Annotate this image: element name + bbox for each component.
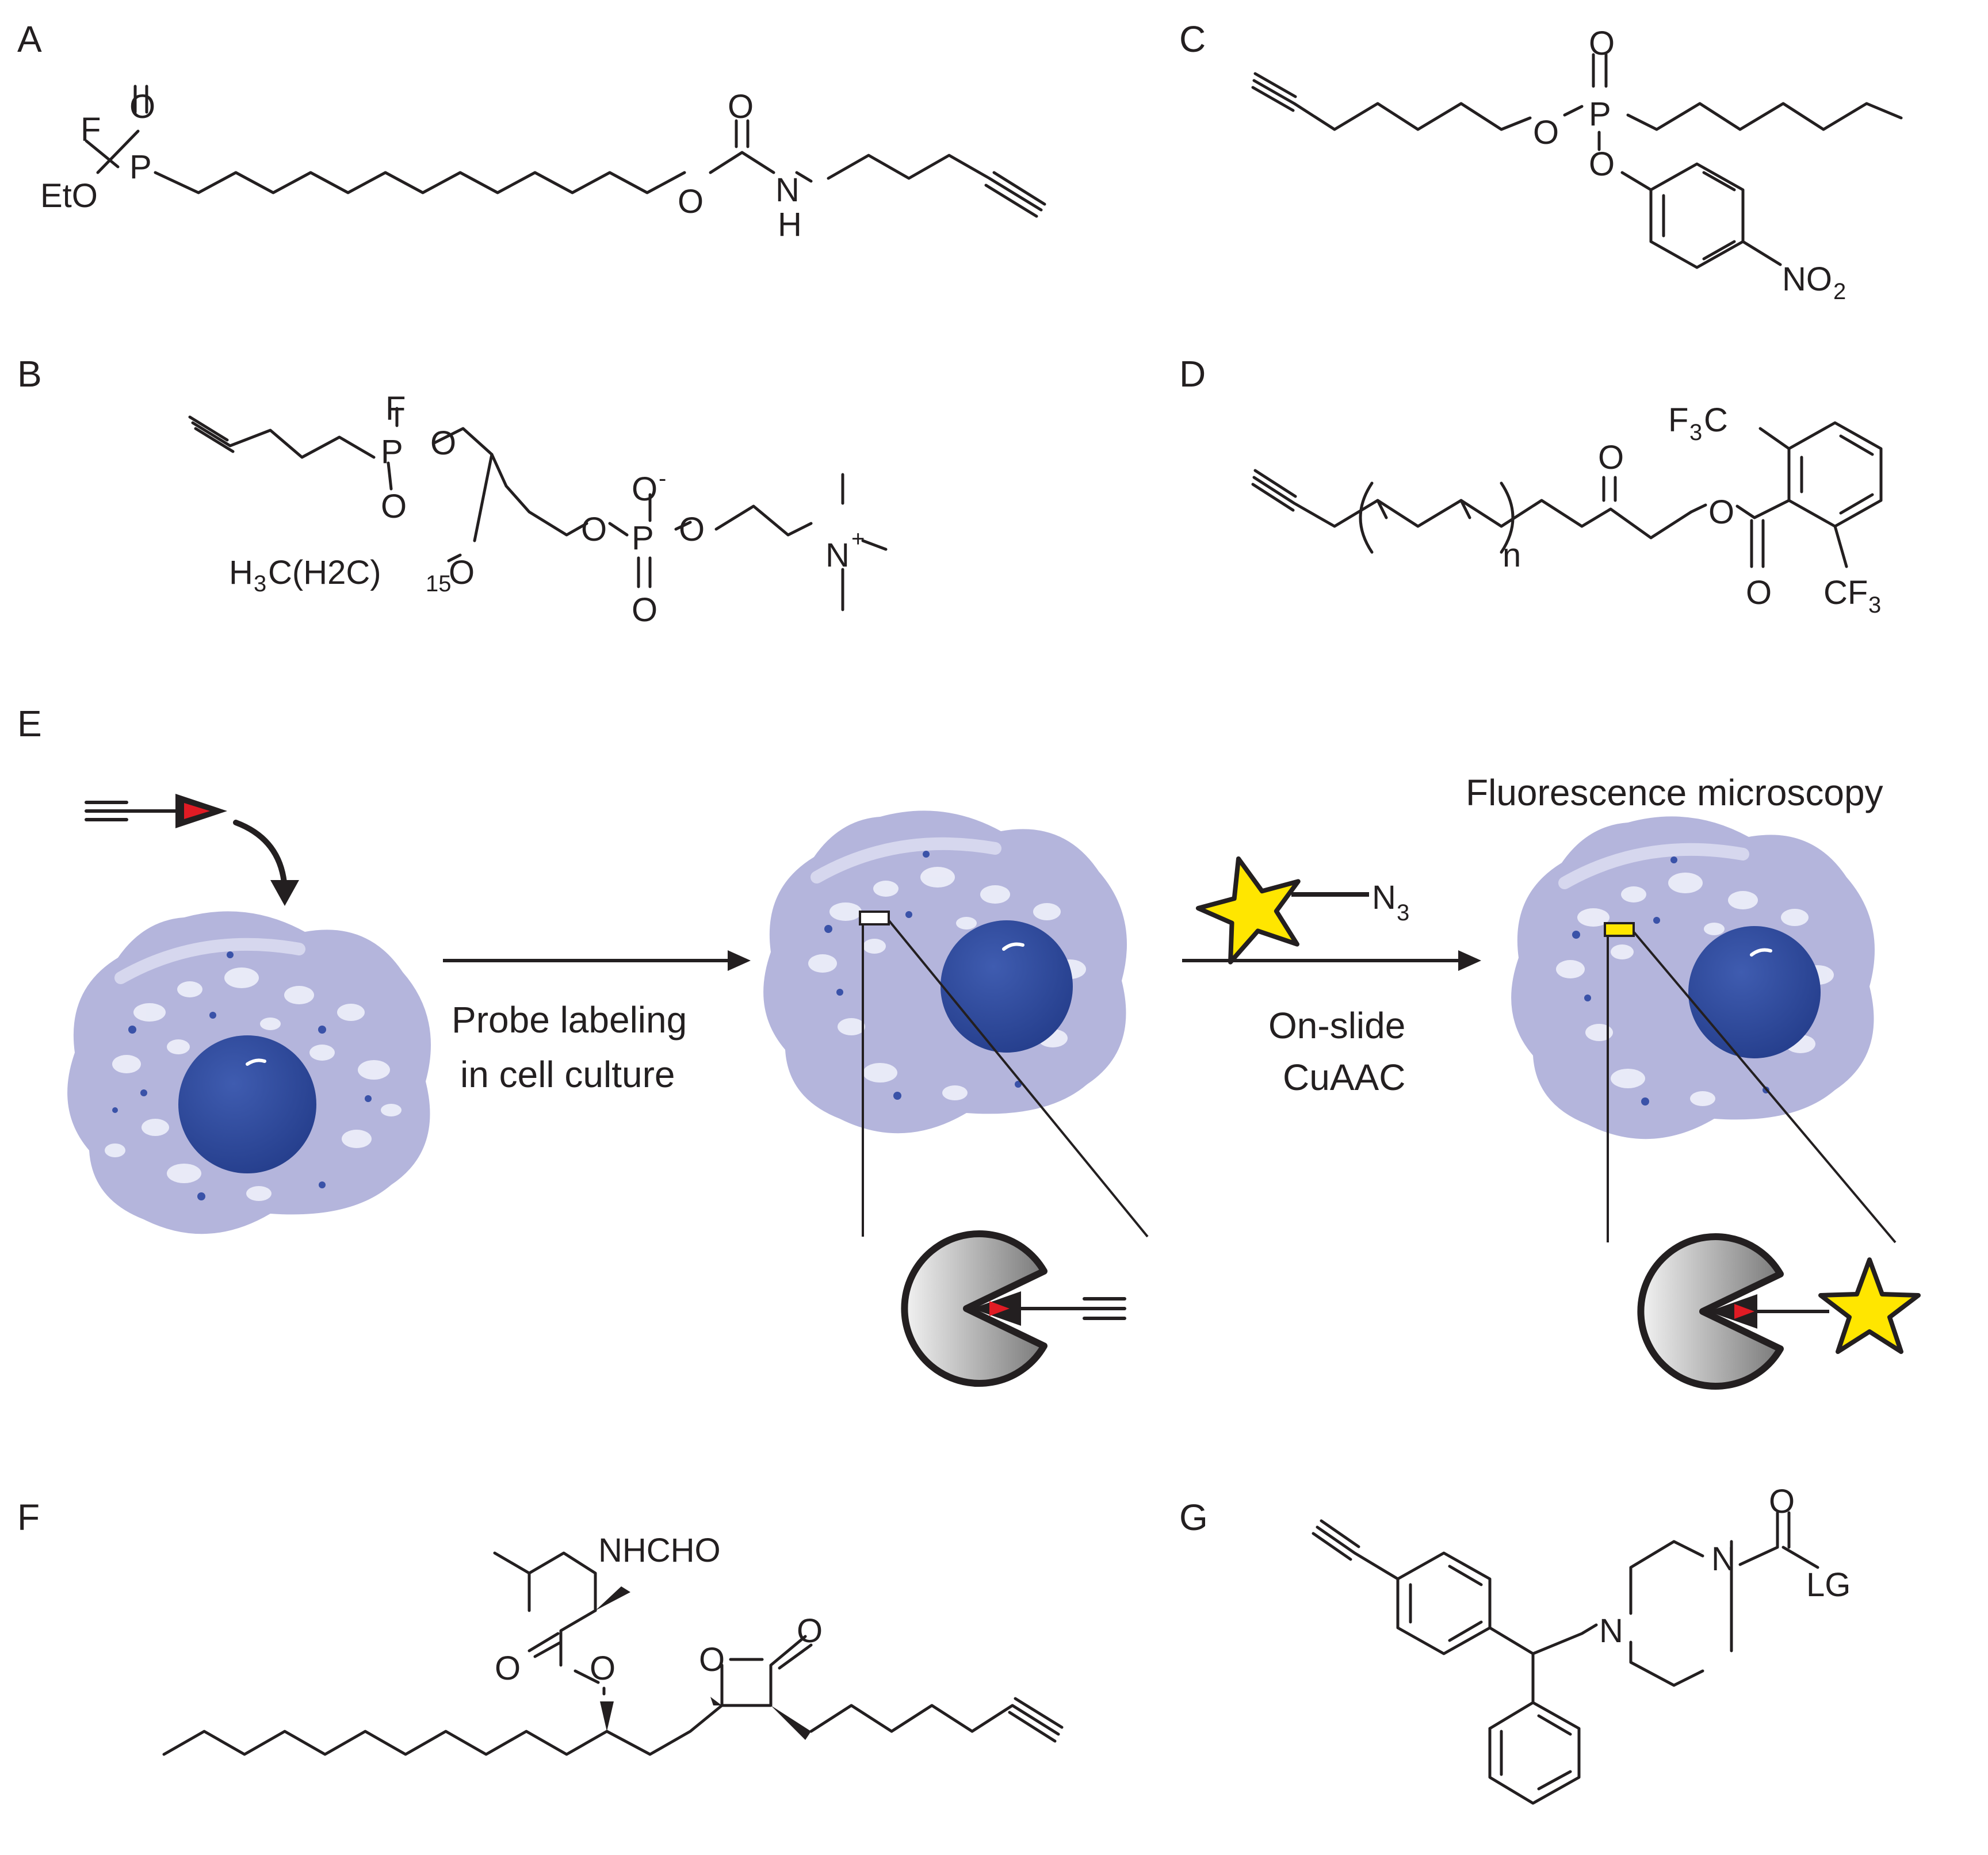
- atom-b-p2: P: [632, 519, 654, 557]
- atom-d-o-ketone: O: [1598, 439, 1624, 476]
- atom-a-h: H: [778, 206, 802, 243]
- atom-a-o-top: O: [129, 88, 155, 125]
- atom-b-o-dbl1: O: [381, 488, 407, 525]
- atom-b-f: F: [385, 390, 406, 427]
- atom-d-f3c-c: C: [1704, 401, 1728, 439]
- enzyme-probe-complex: [901, 1230, 1126, 1387]
- atom-b-h3c-sub: 3: [254, 571, 266, 596]
- panel-label-a: A: [17, 18, 42, 60]
- panel-label-b: B: [17, 353, 42, 395]
- structure-b: F P O O H 3 C(H2C) 15 O O O - P O O N +: [188, 390, 888, 629]
- arrow-cuaac: [1182, 950, 1481, 971]
- caption-probe-labeling-l2: in cell culture: [460, 1054, 675, 1095]
- panel-label-g: G: [1179, 1497, 1208, 1538]
- atom-d-cf3: CF: [1823, 574, 1868, 611]
- atom-c-p: P: [1589, 95, 1611, 133]
- atom-d-f3c-f: F: [1668, 401, 1688, 439]
- atom-e-n3: N: [1372, 879, 1396, 916]
- atom-a-n: N: [775, 171, 800, 209]
- atom-b-o-minus: O: [632, 471, 657, 508]
- cell-fluorescent: [1511, 816, 1897, 1244]
- atom-b-chain: C(H2C): [268, 554, 381, 591]
- atom-a-p: P: [129, 148, 152, 186]
- arrow-probe-labeling: [443, 950, 751, 971]
- atom-c-no2-sub: 2: [1833, 279, 1846, 304]
- atom-b-plus: +: [851, 526, 865, 552]
- structure-a: O F P EtO O O N H: [40, 85, 1046, 243]
- caption-onslide-l1: On-slide: [1268, 1005, 1405, 1046]
- atom-a-eto: EtO: [40, 177, 98, 215]
- panel-label-c: C: [1179, 18, 1206, 60]
- structure-f: NHCHO O O O O: [162, 1532, 1064, 1756]
- atom-b-n-plus: N: [825, 537, 850, 574]
- atom-b-minus: -: [659, 466, 666, 491]
- atom-b-o-ester1: O: [430, 424, 456, 462]
- atom-e-n3-sub: 3: [1397, 900, 1409, 925]
- atom-b-p: P: [381, 433, 403, 471]
- atom-b-chain-sub: 15: [426, 571, 452, 596]
- atom-a-o-ester: O: [678, 183, 704, 220]
- cell-probe-labeled: [763, 810, 1149, 1238]
- azide-fluorophore-reagent: N 3: [1195, 856, 1409, 965]
- caption-probe-labeling-l1: Probe labeling: [452, 999, 687, 1041]
- atom-g-o: O: [1769, 1483, 1795, 1520]
- atom-d-cf3-sub: 3: [1868, 592, 1881, 618]
- structure-d: n O O O F 3 C CF 3: [1251, 401, 1883, 618]
- atom-b-h3c: H: [229, 554, 253, 591]
- atom-g-n2: N: [1711, 1540, 1735, 1578]
- atom-b-o-ester3: O: [679, 511, 705, 548]
- atom-b-o-dbl2: O: [632, 591, 657, 629]
- atom-g-n1: N: [1599, 1612, 1623, 1650]
- caption-onslide-l2: CuAAC: [1283, 1057, 1405, 1098]
- panel-label-f: F: [17, 1497, 40, 1538]
- atom-d-o-ester: O: [1708, 494, 1734, 531]
- atom-d-n: n: [1503, 537, 1521, 574]
- star-icon: [1195, 856, 1301, 965]
- panel-label-e: E: [17, 703, 42, 744]
- atom-g-lg: LG: [1806, 1566, 1851, 1604]
- atom-f-o-ester: O: [590, 1650, 615, 1687]
- caption-fluorescence-microscopy: Fluorescence microscopy: [1466, 772, 1883, 813]
- star-icon: [1818, 1257, 1921, 1354]
- atom-b-o-ether: O: [449, 554, 475, 591]
- panel-label-d: D: [1179, 353, 1206, 395]
- cell-unlabeled: [67, 911, 431, 1234]
- atom-d-f3c-3: 3: [1689, 420, 1702, 445]
- atom-f-o-carbonyl: O: [495, 1650, 521, 1687]
- atom-f-o-lactone: O: [699, 1641, 725, 1678]
- atom-c-o-ester2: O: [1589, 146, 1615, 183]
- atom-c-o-ester1: O: [1533, 114, 1559, 151]
- atom-a-f: F: [81, 111, 101, 148]
- probe-molecule-icon: [85, 794, 299, 906]
- atom-c-o-dbl: O: [1589, 25, 1615, 62]
- structure-c: O O P O NO 2: [1251, 25, 1903, 304]
- atom-f-o-lactone-dbl: O: [797, 1612, 823, 1650]
- atom-c-no2: NO: [1782, 261, 1832, 298]
- atom-d-o-carbonyl: O: [1746, 574, 1772, 611]
- atom-b-o-ester2: O: [581, 511, 607, 548]
- structure-g: N N O LG: [1312, 1483, 1851, 1805]
- enzyme-fluorophore-complex: [1637, 1233, 1921, 1390]
- atom-a-o-carbonyl: O: [728, 88, 754, 125]
- atom-f-nhcho: NHCHO: [598, 1532, 721, 1569]
